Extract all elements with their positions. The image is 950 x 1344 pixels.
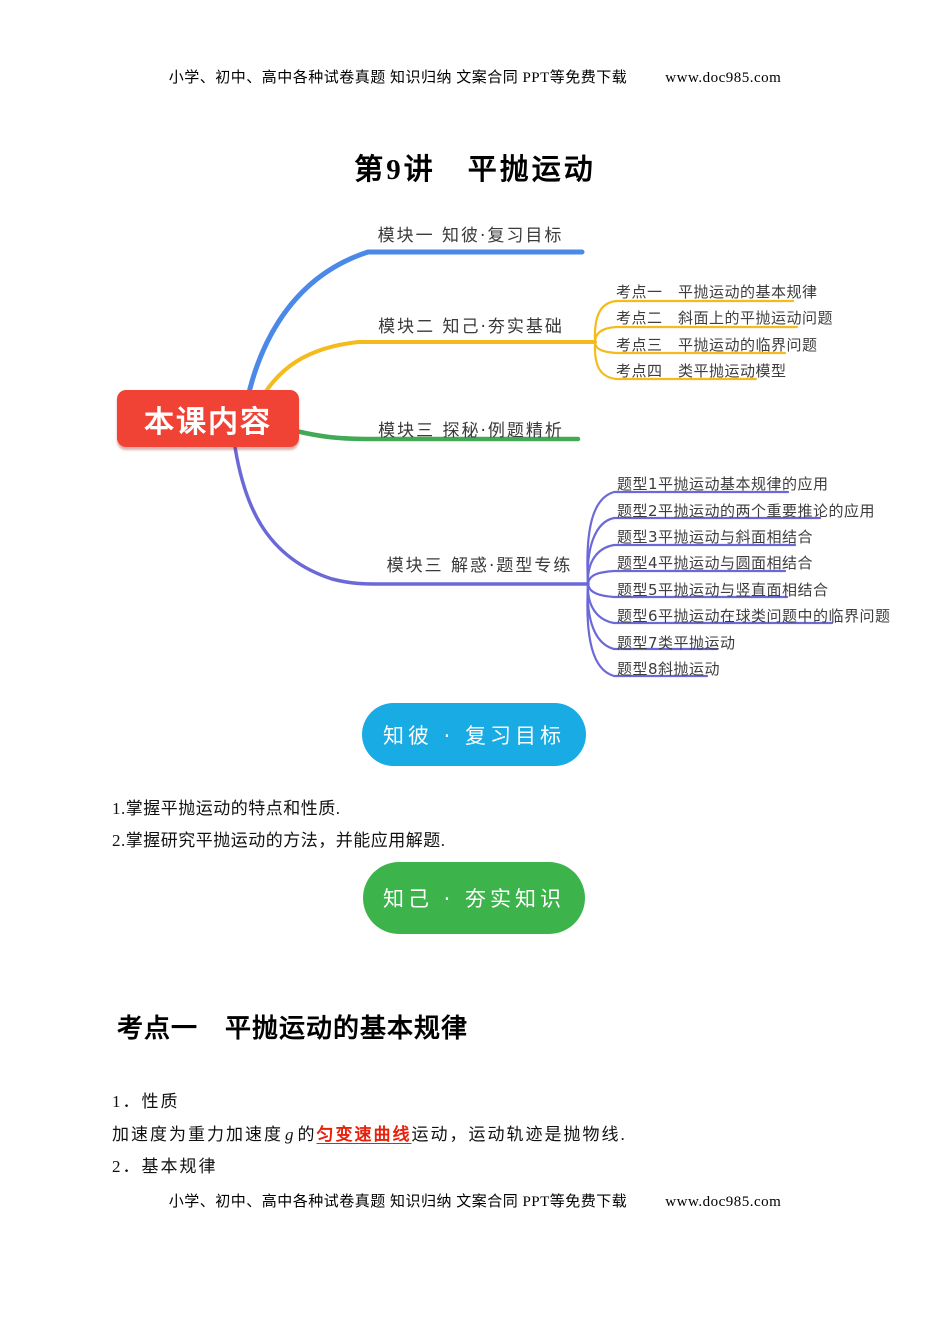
basic-rules-item-label: 2．基本规律 <box>112 1157 218 1176</box>
tixing-item-6: 题型6平抛运动在球类问题中的临界问题 <box>617 607 891 625</box>
tixing-item-2: 题型2平抛运动的两个重要推论的应用 <box>617 502 876 520</box>
branch-line-yellow <box>262 340 597 396</box>
mindmap-root-label: 本课内容 <box>144 404 272 440</box>
footer-url: www.doc985.com <box>665 1194 782 1210</box>
page-header: 小学、初中、高中各种试卷真题 知识归纳 文案合同 PPT等免费下载 www.do… <box>0 66 950 87</box>
section-pill-review-goals: 知彼 · 复习目标 <box>362 703 586 766</box>
property-item-label: 1．性质 <box>112 1092 180 1111</box>
sentence-post: 运动，运动轨迹是抛物线. <box>411 1125 627 1144</box>
pill-green-label: 知己 · 夯实知识 <box>382 887 566 911</box>
mindmap-branch-2-label: 模块二 知己·夯实基础 <box>378 317 564 337</box>
branch-line-purple <box>233 445 590 586</box>
kaodian-item-2: 考点二 斜面上的平抛运动问题 <box>616 309 834 327</box>
tixing-item-8: 题型8斜抛运动 <box>617 660 721 678</box>
mindmap-branch-3-label: 模块三 探秘·例题精析 <box>378 421 564 441</box>
branch-line-green <box>293 428 581 442</box>
section-heading: 考点一 平抛运动的基本规律 <box>117 1014 469 1044</box>
tixing-item-5: 题型5平抛运动与竖直面相结合 <box>617 581 829 599</box>
kaodian-item-1: 考点一 平抛运动的基本规律 <box>616 283 818 301</box>
tixing-item-7: 题型7类平抛运动 <box>617 634 736 652</box>
tixing-item-1: 题型1平抛运动基本规律的应用 <box>617 475 829 493</box>
pill-blue-label: 知彼 · 复习目标 <box>382 723 566 748</box>
page-footer: 小学、初中、高中各种试卷真题 知识归纳 文案合同 PPT等免费下载 www.do… <box>0 1190 950 1211</box>
mindmap-root-node: 本课内容 <box>117 390 299 447</box>
sentence-mid: 的 <box>297 1125 317 1144</box>
goal-line-2: 2.掌握研究平抛运动的方法，并能应用解题. <box>112 831 446 850</box>
section-pill-basics: 知己 · 夯实知识 <box>363 862 585 934</box>
mindmap-branch-4-label: 模块三 解惑·题型专练 <box>386 556 573 576</box>
branch-purple-children <box>586 490 834 678</box>
goal-line-1: 1.掌握平抛运动的特点和性质. <box>112 799 341 818</box>
tixing-item-3: 题型3平抛运动与斜面相结合 <box>617 528 814 546</box>
gravity-g-symbol: g <box>285 1125 296 1144</box>
tixing-item-4: 题型4平抛运动与圆面相结合 <box>617 554 814 572</box>
footer-slogan: 小学、初中、高中各种试卷真题 知识归纳 文案合同 PPT等免费下载 <box>168 1194 628 1210</box>
kaodian-item-3: 考点三 平抛运动的临界问题 <box>616 336 818 354</box>
sentence-pre: 加速度为重力加速度 <box>112 1125 283 1144</box>
branch-yellow-children <box>593 299 799 381</box>
mindmap-branch-1-label: 模块一 知彼·复习目标 <box>377 226 564 246</box>
sentence-red-keyword: 匀变速曲线 <box>316 1125 412 1144</box>
kaodian-item-4: 考点四 类平抛运动模型 <box>616 362 787 380</box>
page-title: 第9讲 平抛运动 <box>354 154 596 186</box>
header-slogan: 小学、初中、高中各种试卷真题 知识归纳 文案合同 PPT等免费下载 <box>168 70 628 86</box>
header-url: www.doc985.com <box>665 70 782 86</box>
